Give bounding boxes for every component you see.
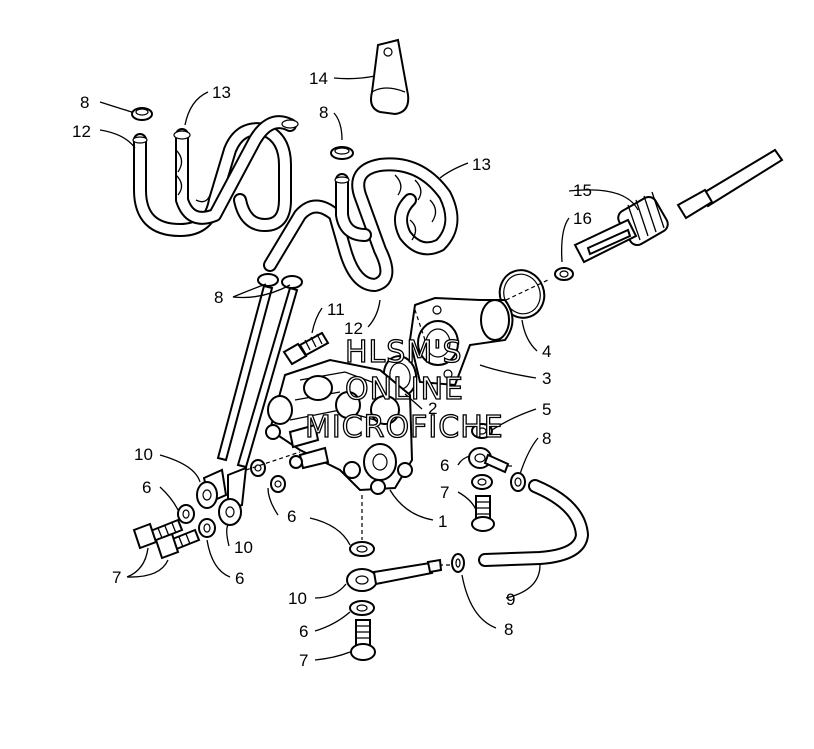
banjo-fitting-bottom: [346, 558, 443, 592]
callout-12: 12: [344, 319, 363, 338]
mounting-bracket: [370, 38, 410, 116]
callout-9: 9: [506, 590, 515, 609]
washer-left-b: [198, 518, 216, 538]
callout-labels: 8 12 13 14 8 13 15 16 8 11 12 4 3 2 5 8 …: [72, 69, 592, 670]
callout-6: 6: [299, 622, 308, 641]
callout-8: 8: [80, 93, 89, 112]
callout-12: 12: [72, 122, 91, 141]
callout-10: 10: [234, 538, 253, 557]
washer-left-c: [250, 459, 266, 477]
watermark: HLSM'S ONLINE MICROFICHE: [304, 334, 504, 445]
washer-right-upper: [471, 423, 493, 439]
watermark-line-1: HLSM'S: [345, 335, 463, 370]
leader-lines: [99, 75, 639, 661]
callout-8: 8: [542, 429, 551, 448]
callout-4: 4: [542, 342, 551, 361]
bolt-upper: [282, 331, 330, 366]
hose-clamp-right: [510, 472, 526, 492]
callout-6: 6: [287, 507, 296, 526]
callout-10: 10: [288, 589, 307, 608]
washer-left-a: [177, 504, 195, 524]
washer-right-lower: [471, 474, 493, 490]
callout-6: 6: [235, 569, 244, 588]
callout-13: 13: [212, 83, 231, 102]
banjo-bolt-bottom: [350, 619, 376, 661]
callout-5: 5: [542, 400, 551, 419]
hose-clamp-top-middle: [330, 146, 354, 160]
callout-6: 6: [142, 478, 151, 497]
banjo-fitting-left-b: [218, 466, 248, 526]
watermark-line-3: MICROFICHE: [305, 410, 504, 445]
coiled-hose-left: [132, 115, 299, 237]
banjo-fitting-right: [468, 447, 510, 474]
oil-pump-body: [265, 358, 414, 495]
callout-6: 6: [440, 456, 449, 475]
banjo-fitting-left-a: [196, 468, 228, 509]
banjo-bolt-right: [471, 495, 495, 532]
callout-2: 2: [428, 399, 437, 418]
washer-left-d: [270, 475, 286, 493]
hose-clamp-top-left: [131, 107, 153, 121]
callout-1: 1: [438, 512, 447, 531]
callout-16: 16: [573, 209, 592, 228]
callout-10: 10: [134, 445, 153, 464]
oil-hose-right: [478, 479, 589, 567]
callout-13: 13: [472, 155, 491, 174]
callout-8: 8: [504, 620, 513, 639]
callout-8: 8: [319, 103, 328, 122]
callout-8: 8: [214, 288, 223, 307]
banjo-bolt-left-b: [154, 528, 201, 560]
drive-housing: [408, 296, 514, 387]
callout-14: 14: [309, 69, 328, 88]
callout-15: 15: [573, 181, 592, 200]
callout-7: 7: [299, 651, 308, 670]
watermark-line-2: ONLINE: [345, 372, 464, 407]
hose-clamp-bottom: [451, 553, 465, 573]
coiled-hose-right: [263, 157, 459, 292]
washer-lower: [349, 600, 375, 616]
callout-3: 3: [542, 369, 551, 388]
callout-7: 7: [112, 568, 121, 587]
washer-bottom: [349, 541, 375, 557]
callout-7: 7: [440, 483, 449, 502]
callout-11: 11: [327, 300, 345, 319]
